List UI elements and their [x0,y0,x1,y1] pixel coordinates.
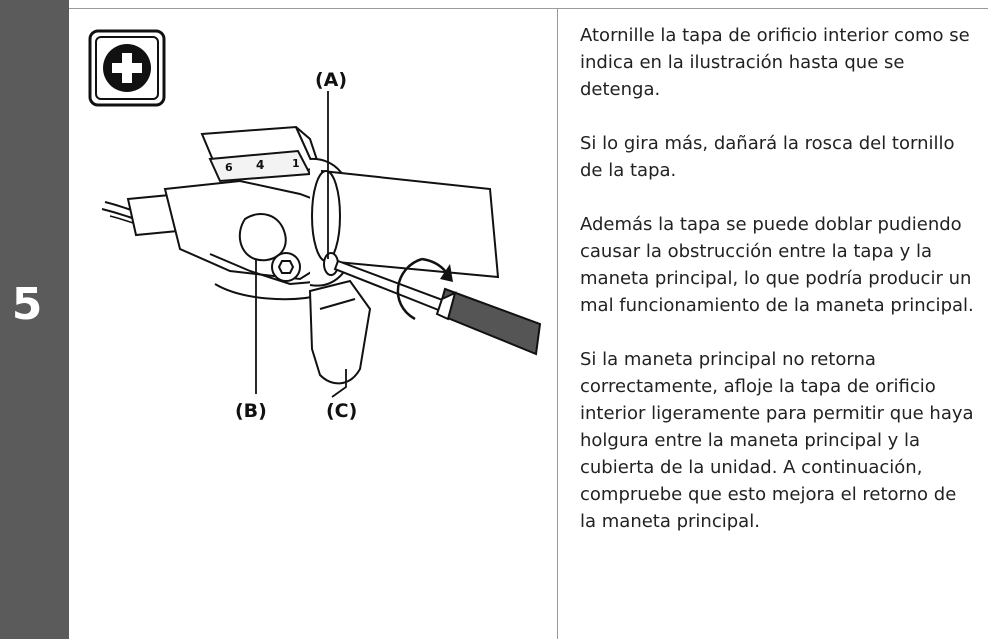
callout-leader-lines [255,91,347,398]
handlebar-grip-drawing [311,169,500,279]
callout-b: (B) [235,400,267,422]
step-sidebar: 5 [0,0,69,639]
callout-a: (A) [315,69,347,91]
dial-marking-right: 1 [292,157,300,170]
top-rule [69,8,988,9]
rotation-arrow-icon [396,257,453,321]
instruction-paragraph: Si lo gira más, dañará la rosca del torn… [580,133,955,181]
shifter-body-drawing [126,125,342,301]
main-lever-drawing [308,279,372,385]
instruction-text-column: Atornille la tapa de orificio interior c… [580,22,978,535]
illustration-panel: 6 4 1 [70,9,556,639]
dial-marking-left: 6 [225,161,233,174]
column-divider [557,8,558,639]
dial-marking-center: 4 [256,158,264,172]
instruction-paragraph: Si la maneta principal no retorna correc… [580,349,974,532]
instruction-paragraph: Además la tapa se puede doblar pudiendo … [580,214,974,316]
screwdriver-drawing [333,259,542,356]
callout-c: (C) [326,400,357,422]
instruction-paragraph: Atornille la tapa de orificio interior c… [580,25,970,100]
shifter-illustration: 6 4 1 [88,29,542,422]
plus-circle-icon [88,29,166,107]
step-number: 5 [11,279,43,330]
